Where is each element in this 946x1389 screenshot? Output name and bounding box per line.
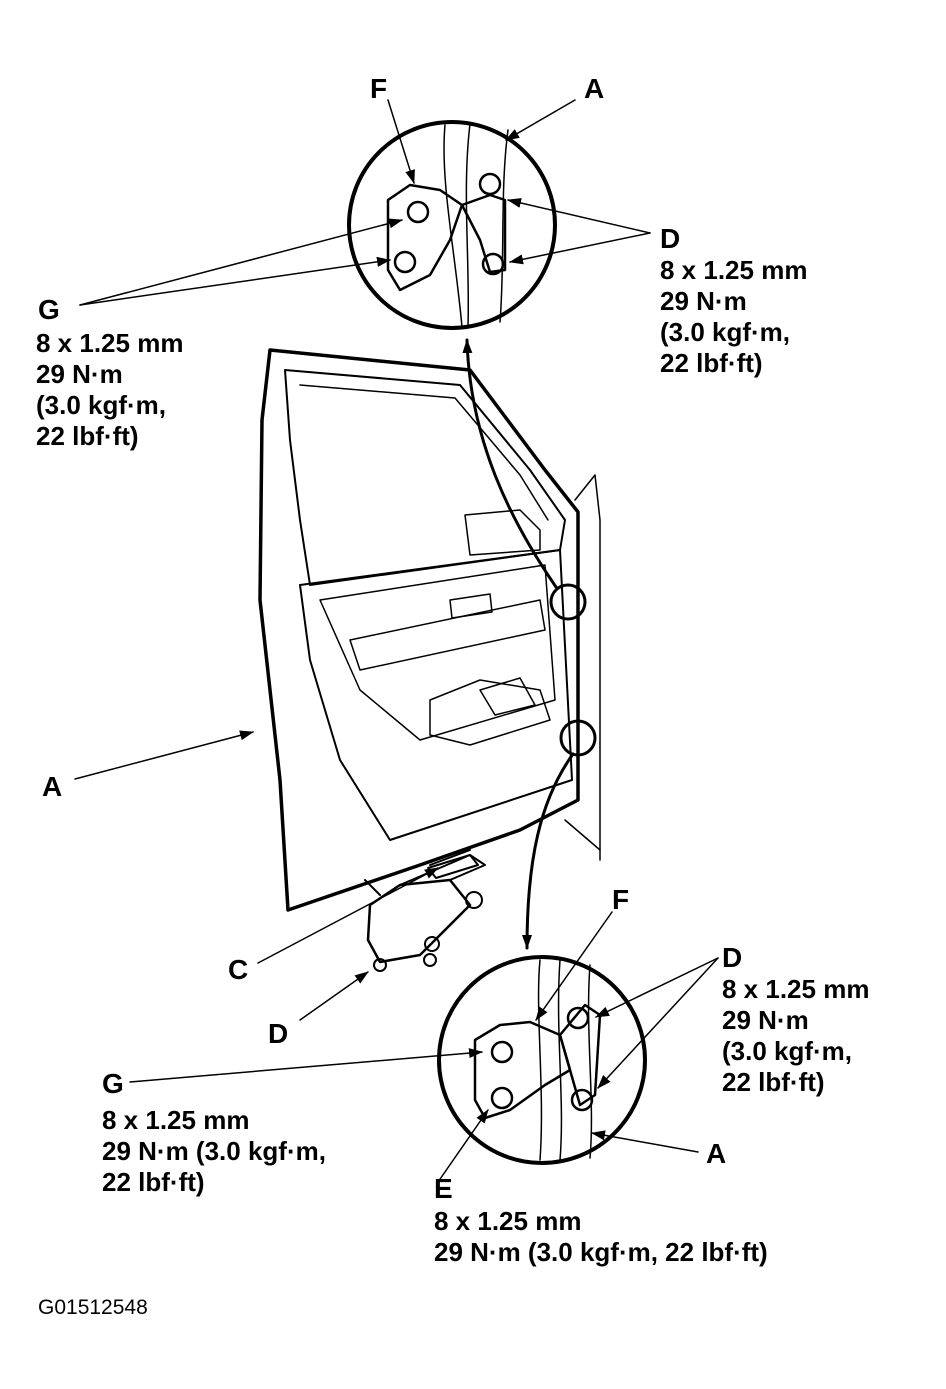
spec-line: 29 N·m (3.0 kgf·m, [102,1136,326,1166]
torque-spec-g-upper: 8 x 1.25 mm 29 N·m (3.0 kgf·m, 22 lbf·ft… [36,328,183,452]
spec-line: 8 x 1.25 mm [36,328,184,358]
figure-id: G01512548 [38,1296,148,1319]
label-d-upper: D [660,223,681,254]
label-g-upper: G [38,294,60,325]
spec-line: 22 lbf·ft) [36,421,139,451]
label-a-upper: A [584,73,605,104]
torque-spec-e: 8 x 1.25 mm 29 N·m (3.0 kgf·m, 22 lbf·ft… [434,1206,768,1268]
spec-line: 22 lbf·ft) [660,348,763,378]
upper-hinge-detail [347,120,557,330]
spec-line: 29 N·m (3.0 kgf·m, 22 lbf·ft) [434,1237,768,1267]
spec-line: 8 x 1.25 mm [102,1105,250,1135]
label-e: E [434,1173,453,1204]
label-d-jack: D [268,1018,289,1049]
label-d-lower: D [722,942,743,973]
spec-line: 8 x 1.25 mm [660,255,808,285]
spec-line: 29 N·m [660,286,747,316]
label-c-jack: C [228,954,249,985]
label-g-lower: G [102,1068,124,1099]
torque-spec-d-lower: 8 x 1.25 mm 29 N·m (3.0 kgf·m, 22 lbf·ft… [722,974,869,1098]
spec-line: 8 x 1.25 mm [722,974,870,1004]
spec-line: 8 x 1.25 mm [434,1206,582,1236]
label-f-lower: F [612,884,630,915]
label-a-lower: A [706,1138,727,1169]
spec-line: 22 lbf·ft) [722,1067,825,1097]
label-f-upper: F [370,73,388,104]
spec-line: (3.0 kgf·m, [36,390,167,420]
lower-hinge-detail [437,955,647,1165]
torque-spec-d-upper: 8 x 1.25 mm 29 N·m (3.0 kgf·m, 22 lbf·ft… [660,255,807,379]
spec-line: 29 N·m [36,359,123,389]
lower-hinge-marker [559,719,597,757]
spec-line: 22 lbf·ft) [102,1167,205,1197]
door-panel [258,348,601,912]
torque-spec-g-lower: 8 x 1.25 mm 29 N·m (3.0 kgf·m, 22 lbf·ft… [102,1105,326,1198]
spec-line: (3.0 kgf·m, [722,1036,853,1066]
spec-line: (3.0 kgf·m, [660,317,791,347]
floor-jack [364,849,486,972]
label-a-door: A [42,771,63,802]
upper-detail-arrow [462,338,558,589]
spec-line: 29 N·m [722,1005,809,1035]
lower-detail-arrow [522,752,575,950]
upper-hinge-marker [549,583,587,621]
